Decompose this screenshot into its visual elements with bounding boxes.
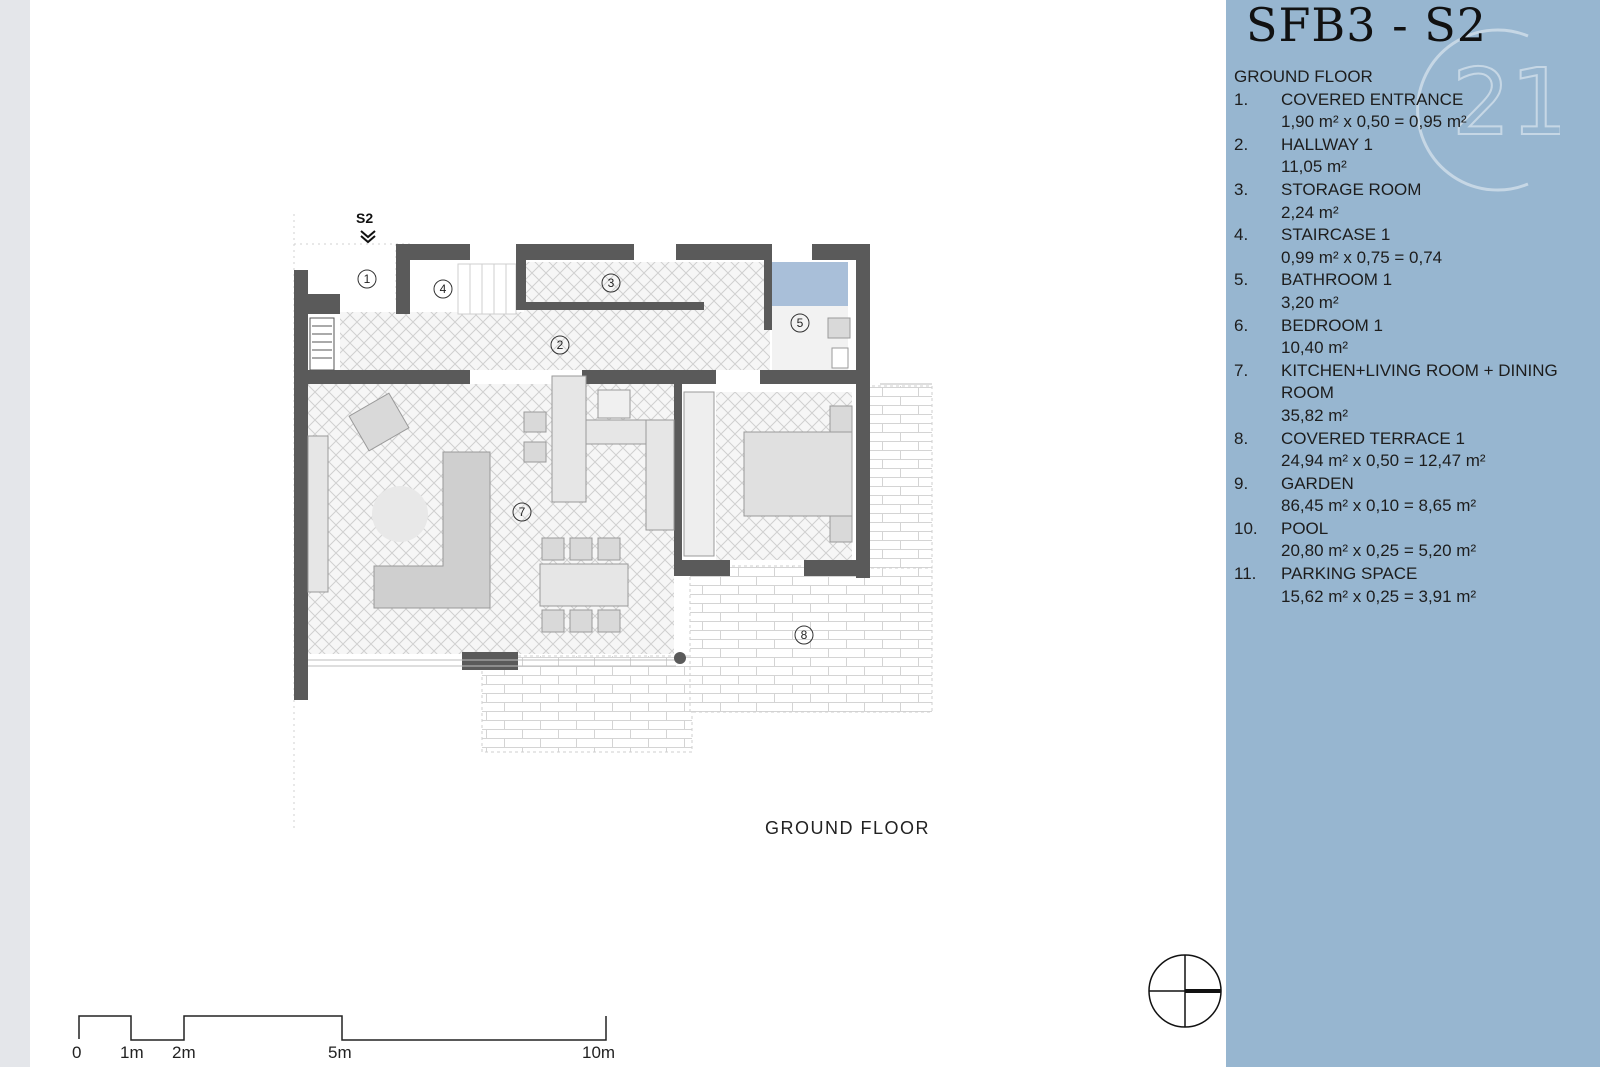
window-lines [308, 383, 932, 667]
column [674, 652, 686, 664]
room-legend: GROUND FLOOR 1. COVERED ENTRANCE 1,90 m² x… [1234, 66, 1594, 608]
legend-item: 1. COVERED ENTRANCE [1234, 89, 1594, 112]
legend-item-name: PARKING SPACE [1281, 564, 1418, 584]
marker-1: 1 [364, 272, 371, 286]
legend-item-number: 2. [1234, 134, 1249, 154]
staircase [457, 263, 517, 315]
legend-item-number: 11. [1234, 564, 1257, 584]
legend-item-area: 24,94 m² x 0,50 = 12,47 m² [1281, 451, 1486, 471]
legend-item-name: STORAGE ROOM [1281, 179, 1422, 199]
marker-4: 4 [440, 282, 447, 296]
radiator-fins [312, 325, 332, 359]
legend-item-area: 1,90 m² x 0,50 = 0,95 m² [1281, 112, 1467, 132]
legend-item-number: 5. [1234, 270, 1249, 290]
legend-item: 2. HALLWAY 1 [1234, 134, 1594, 157]
page-title: SFB3 - S2 [1246, 0, 1488, 52]
legend-item-name: COVERED ENTRANCE [1281, 89, 1464, 109]
legend-item-area: 35,82 m² [1281, 405, 1349, 425]
legend-item-area: 10,40 m² [1281, 338, 1349, 358]
north-arrow-icon [1148, 954, 1222, 1028]
terrace-paving-south [481, 655, 693, 753]
legend-item-area: 0,99 m² x 0,75 = 0,74 [1281, 247, 1443, 267]
furniture [307, 317, 853, 633]
legend-item-number: 3. [1234, 179, 1249, 199]
terrace-paving-east [865, 385, 933, 569]
scale-tick-0: 0 [72, 1043, 82, 1062]
radiator [309, 317, 335, 371]
legend-item-number: 4. [1234, 225, 1249, 245]
legend-item: 6. BEDROOM 1 [1234, 315, 1594, 338]
legend-item-number: 6. [1234, 315, 1249, 335]
legend-list: 1. COVERED ENTRANCE 1,90 m² x 0,50 = 0,95 … [1234, 89, 1594, 609]
century21-logo-icon: 21 [1416, 28, 1560, 192]
legend-item-name: HALLWAY 1 [1281, 134, 1373, 154]
legend-item-name: KITCHEN+LIVING ROOM + DINING [1281, 360, 1558, 380]
legend-item-number: 9. [1234, 473, 1249, 493]
section-mark: S2 [356, 210, 374, 226]
marker-3: 3 [608, 276, 615, 290]
room-markers [357, 269, 814, 645]
section-arrow-icon [360, 230, 376, 244]
legend-item-number: 1. [1234, 89, 1249, 109]
legend-item-name: BATHROOM 1 [1281, 270, 1393, 290]
legend-item-name: GARDEN [1281, 473, 1354, 493]
scale-tick-5m: 5m [328, 1043, 352, 1062]
legend-heading: GROUND FLOOR [1234, 67, 1373, 86]
scale-tick-1m: 1m [120, 1043, 144, 1062]
legend-item: 4. STAIRCASE 1 [1234, 224, 1594, 247]
legend-item-number: 8. [1234, 428, 1249, 448]
scale-bar [78, 1015, 607, 1041]
legend-item: 3. STORAGE ROOM [1234, 179, 1594, 202]
legend-item: 8. COVERED TERRACE 1 [1234, 428, 1594, 451]
legend-item-name-cont: ROOM [1281, 383, 1334, 403]
legend-item-area: 15,62 m² x 0,25 = 3,91 m² [1281, 586, 1477, 606]
legend-item-name: COVERED TERRACE 1 [1281, 428, 1465, 448]
legend-item-area: 20,80 m² x 0,25 = 5,20 m² [1281, 541, 1477, 561]
legend-item-name: POOL [1281, 518, 1329, 538]
legend-item-name: STAIRCASE 1 [1281, 225, 1391, 245]
legend-panel [1226, 0, 1600, 1067]
terrace-paving [689, 565, 933, 713]
marker-2: 2 [557, 338, 564, 352]
drawing-caption: GROUND FLOOR [765, 818, 931, 838]
stair-treads [469, 264, 507, 314]
marker-5: 5 [797, 316, 804, 330]
legend-item: 11. PARKING SPACE [1234, 563, 1594, 586]
svg-text:21: 21 [1452, 49, 1560, 156]
legend-item: 9. GARDEN [1234, 473, 1594, 496]
scale-tick-10m: 10m [582, 1043, 616, 1062]
marker-8: 8 [801, 628, 808, 642]
legend-item-name: BEDROOM 1 [1281, 315, 1384, 335]
legend-item: 5. BATHROOM 1 [1234, 269, 1594, 292]
legend-item-number: 10. [1234, 518, 1258, 538]
marker-7: 7 [519, 505, 526, 519]
legend-item-area: 3,20 m² [1281, 292, 1339, 312]
legend-item-area: 86,45 m² x 0,10 = 8,65 m² [1281, 496, 1477, 516]
scale-tick-2m: 2m [172, 1043, 196, 1062]
legend-item-number: 7. [1234, 360, 1249, 380]
legend-item-area: 11,05 m² [1281, 157, 1347, 177]
legend-item-area: 2,24 m² [1281, 202, 1339, 222]
bathroom-shower [772, 262, 848, 306]
hallway-floor [340, 312, 770, 370]
legend-item: 10. POOL [1234, 518, 1594, 541]
walls [294, 244, 870, 700]
legend-item: 7. KITCHEN+LIVING ROOM + DINING [1234, 360, 1594, 383]
